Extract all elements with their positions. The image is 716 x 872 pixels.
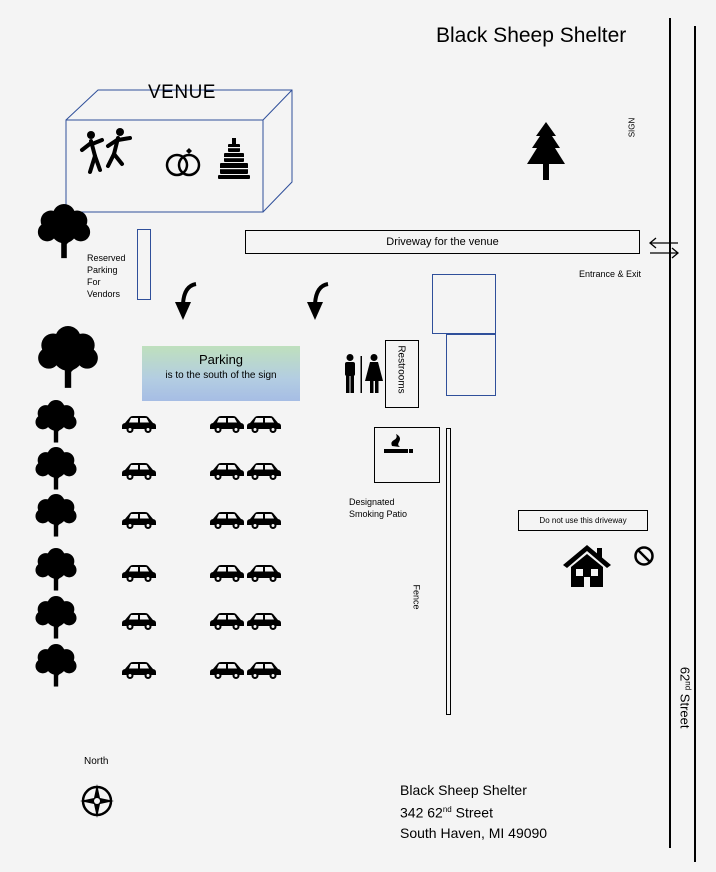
car-icon	[209, 461, 245, 481]
smoking-patio-label: Designated Smoking Patio	[349, 497, 408, 519]
fence-label: Fence	[411, 584, 422, 610]
parking-sign: Parking is to the south of the sign	[142, 346, 300, 401]
car-icon	[246, 660, 282, 680]
wedding-rings-icon	[165, 148, 201, 177]
car-icon	[121, 414, 157, 434]
street-label: 62nd Street	[677, 666, 693, 729]
venue-driveway: Driveway for the venue	[245, 230, 640, 254]
tree-icon	[34, 548, 78, 592]
building-structure	[446, 334, 496, 396]
car-icon	[209, 660, 245, 680]
fence	[446, 428, 451, 715]
reserved-parking-label: Reserved Parking For Vendors	[87, 253, 126, 299]
pine-tree-icon	[527, 122, 565, 180]
entrance-exit-label: Entrance & Exit	[579, 269, 642, 279]
compass-icon	[80, 784, 114, 818]
car-icon	[246, 414, 282, 434]
tree-icon	[34, 596, 78, 640]
car-icon	[209, 414, 245, 434]
car-icon	[246, 563, 282, 583]
venue-label: VENUE	[148, 82, 216, 103]
car-icon	[246, 611, 282, 631]
tree-icon	[34, 400, 78, 444]
dancing-people-icon	[80, 128, 132, 174]
building-structure	[432, 274, 496, 334]
two-way-arrows-icon	[648, 237, 680, 259]
tree-icon	[34, 494, 78, 538]
wedding-cake-icon	[218, 138, 250, 179]
car-icon	[121, 660, 157, 680]
car-icon	[209, 510, 245, 530]
address-block: Black Sheep Shelter 342 62nd Street Sout…	[400, 782, 548, 841]
car-icon	[121, 563, 157, 583]
reserved-parking-space	[137, 229, 151, 300]
tree-icon	[36, 204, 92, 260]
do-not-use-driveway-label: Do not use this driveway	[518, 510, 648, 531]
road-edge-right	[694, 26, 696, 862]
house-icon	[563, 545, 611, 587]
map-title: Black Sheep Shelter	[436, 24, 627, 47]
tree-icon	[36, 326, 100, 390]
car-icon	[209, 611, 245, 631]
car-icon	[209, 563, 245, 583]
curved-arrow-icon	[175, 282, 197, 320]
restrooms-label: Restrooms	[395, 345, 407, 394]
tree-icon	[34, 447, 78, 491]
venue-building	[65, 89, 293, 213]
no-entry-icon	[634, 546, 654, 566]
parking-sign-title: Parking	[198, 352, 244, 367]
north-label: North	[84, 756, 109, 767]
car-icon	[246, 461, 282, 481]
sign-label: SIGN	[627, 117, 637, 138]
car-icon	[121, 510, 157, 530]
car-icon	[246, 510, 282, 530]
curved-arrow-icon	[307, 282, 329, 320]
restrooms-building	[385, 340, 419, 408]
car-icon	[121, 611, 157, 631]
restroom-people-icon	[345, 354, 383, 393]
road-edge-left	[669, 18, 671, 848]
car-icon	[121, 461, 157, 481]
smoking-patio	[374, 427, 440, 483]
tree-icon	[34, 644, 78, 688]
smoking-icon	[384, 434, 413, 453]
parking-sign-subtitle: is to the south of the sign	[165, 370, 277, 381]
